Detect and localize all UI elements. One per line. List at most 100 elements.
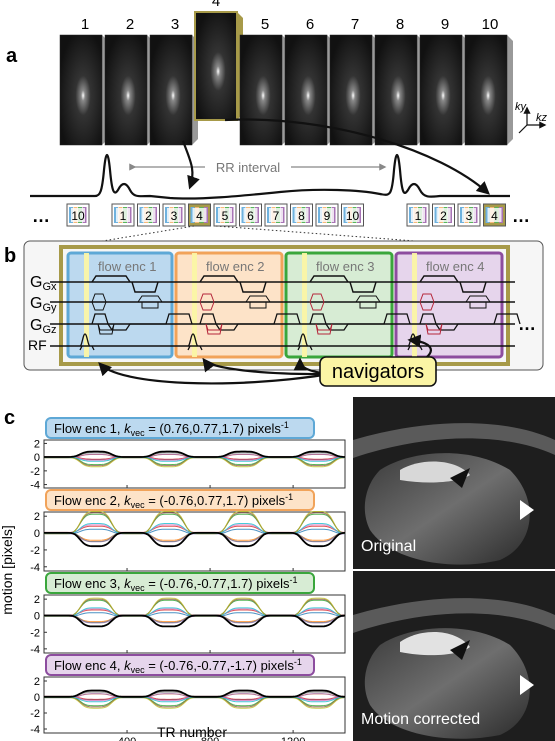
block-number: 4 (491, 209, 498, 223)
flow-enc-label: flow enc 3 (316, 259, 375, 274)
plot-title: Flow enc 2, kvec = (-0.76,0.77,1.7) pixe… (54, 492, 293, 510)
kspace-frame: 8 (374, 16, 423, 146)
navigator-band (192, 253, 197, 357)
frame-face (194, 11, 238, 121)
navigator-band (412, 253, 417, 357)
frame-edge (507, 35, 513, 145)
kspace-frame: 5 (239, 16, 288, 146)
kspace-frame: 4 (194, 0, 243, 121)
rr-interval-label: RR interval (216, 160, 280, 175)
gy-flow-encode (91, 293, 107, 311)
frame-face (329, 34, 373, 146)
timeline-block: 3 (457, 203, 481, 227)
block-number: 7 (273, 209, 280, 223)
block-label-bg (141, 208, 156, 222)
gx-pulse (199, 275, 267, 293)
block-label-bg (192, 208, 207, 222)
plot-area (43, 439, 346, 489)
block-number: 2 (145, 209, 152, 223)
panel-label-a: a (6, 45, 18, 67)
x-tick-label: 1200 (281, 736, 305, 741)
block-label-bg (167, 208, 181, 222)
block-label-bg (487, 208, 502, 222)
block-label-bg (218, 208, 232, 222)
frame-face (419, 34, 463, 146)
frame-face (284, 34, 328, 146)
frame-number: 4 (212, 0, 220, 10)
block-number: 4 (196, 209, 203, 223)
navigators-callout (319, 356, 437, 387)
y-tick-label: 2 (34, 594, 40, 606)
rf-pulse (297, 333, 313, 351)
x-tick-label: 400 (118, 736, 136, 741)
frame-number: 3 (171, 16, 179, 33)
navigator-band (84, 253, 89, 357)
y-tick-label: 2 (34, 438, 40, 450)
panel-label-c: c (4, 407, 15, 429)
timeline-block: 8 (290, 203, 313, 227)
timeline-block: 9 (315, 203, 339, 227)
plot-title-box (45, 654, 315, 676)
timeline-ellipsis-left: … (32, 206, 50, 226)
frame-face (374, 34, 418, 146)
frame-number: 2 (126, 16, 134, 33)
y-tick-label: -2 (30, 627, 40, 639)
y-tick-label: -2 (30, 466, 40, 478)
plot-title: Flow enc 1, kvec = (0.76,0.77,1.7) pixel… (54, 420, 289, 438)
block-number: 5 (222, 209, 229, 223)
navigators-label: navigators (332, 361, 424, 383)
gx-pulse (309, 275, 377, 293)
timeline-block: 2 (432, 203, 455, 227)
frame-to-timeline-arrow-2 (224, 118, 490, 195)
timeline-block: 10 (66, 203, 90, 227)
y-tick-label: -4 (30, 562, 40, 574)
panel-label-b: b (4, 245, 16, 267)
motion-trace (44, 689, 346, 698)
timeline-block: 10 (341, 203, 364, 227)
gz-pulse (419, 313, 521, 331)
block-label-bg (71, 208, 85, 222)
frame-number: 1 (81, 16, 89, 33)
plot-area (43, 594, 346, 654)
y-tick-label: 0 (34, 528, 40, 540)
block-label-bg (320, 208, 334, 222)
block-label-bg (411, 208, 425, 222)
motion-plots: 2 0 -2 -4 Flow enc 1, kvec = (0.76,0.77,1.7)… (30, 417, 346, 741)
gz-pulse (309, 313, 411, 331)
y-tick-label: 2 (34, 676, 40, 688)
flow-enc-label: flow enc 4 (426, 259, 485, 274)
motion-plot-4: 20-2-44008001200Flow enc 4, kvec = (-0.7… (30, 654, 346, 741)
block-label-bg (462, 208, 476, 222)
timeline-block: 1 (406, 203, 430, 227)
gz-flow-encode (315, 323, 333, 335)
y-tick-label: -4 (30, 724, 40, 736)
gradient-waveforms (50, 275, 521, 351)
frame-face (149, 34, 193, 146)
plot-area (43, 676, 346, 734)
tr-block-outline (59, 245, 510, 366)
frame-number: 6 (306, 16, 314, 33)
timeline-block: 7 (264, 203, 288, 227)
x-axis-label: TR number (157, 724, 227, 740)
timeline-block: 3 (162, 203, 186, 227)
block-label-bg (269, 208, 283, 222)
kz-label: kz (536, 112, 548, 124)
gz-flow-encode (205, 323, 223, 335)
gy-table (245, 295, 271, 309)
block-number: 3 (171, 209, 178, 223)
kspace-frame: 3 (149, 16, 198, 146)
ky-kz-axes: ky kz (515, 101, 548, 134)
block-label-bg (116, 208, 130, 222)
y-tick-label: -4 (30, 480, 40, 492)
rf-pulse (79, 333, 95, 351)
block-number: 1 (120, 209, 127, 223)
original-label: Original (361, 538, 416, 555)
block-number: 3 (466, 209, 473, 223)
flow-enc-box-1: flow enc 1 (66, 251, 174, 359)
kspace-frame: 7 (329, 16, 378, 146)
motion-trace (44, 450, 346, 458)
